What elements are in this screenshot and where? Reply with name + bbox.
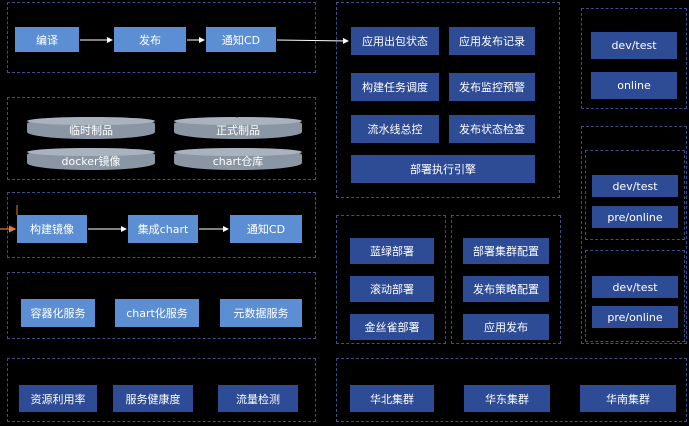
docker-image-repo: docker镜像 bbox=[27, 148, 155, 170]
resource-usage: 资源利用率 bbox=[19, 385, 97, 412]
deploy-engine: 部署执行引擎 bbox=[351, 155, 535, 183]
dev-test-env: dev/test bbox=[591, 32, 677, 59]
metadata-service: 元数据服务 bbox=[220, 299, 302, 327]
chart-repo: chart仓库 bbox=[174, 148, 302, 170]
online-env: online bbox=[591, 72, 677, 99]
notify-cd-step: 通知CD bbox=[206, 27, 276, 52]
release-status-check: 发布状态检查 bbox=[449, 115, 535, 143]
image-pipeline-group bbox=[7, 192, 316, 258]
south-cluster: 华南集群 bbox=[580, 385, 676, 412]
release-monitor-alert: 发布监控预警 bbox=[449, 73, 535, 101]
cd-center-group bbox=[336, 2, 560, 198]
canary-deploy: 金丝雀部署 bbox=[350, 314, 434, 340]
env-group-3 bbox=[585, 250, 685, 342]
service-health: 服务健康度 bbox=[113, 385, 193, 412]
compile-step: 编译 bbox=[15, 27, 79, 52]
strategy-config: 发布策略配置 bbox=[463, 276, 549, 302]
build-pipeline-group bbox=[7, 2, 316, 73]
notify-cd-step-2: 通知CD bbox=[230, 215, 302, 243]
clusters-group bbox=[336, 358, 687, 422]
east-cluster: 华东集群 bbox=[464, 385, 550, 412]
dev-test-env-2: dev/test bbox=[592, 175, 678, 197]
monitoring-group bbox=[7, 358, 316, 422]
formal-artifacts-repo: 正式制品 bbox=[174, 117, 302, 139]
release-step: 发布 bbox=[114, 27, 186, 52]
traffic-detection: 流量检测 bbox=[218, 385, 298, 412]
app-release-record: 应用发布记录 bbox=[449, 27, 535, 55]
services-group bbox=[7, 272, 316, 339]
container-service: 容器化服务 bbox=[21, 299, 95, 327]
build-task-dispatch: 构建任务调度 bbox=[351, 73, 439, 101]
north-cluster: 华北集群 bbox=[350, 385, 434, 412]
chart-service: chart化服务 bbox=[115, 299, 199, 327]
deploy-config-group bbox=[451, 215, 561, 344]
env-outer-group bbox=[581, 126, 687, 344]
deploy-strategies-group bbox=[336, 215, 446, 344]
build-image-step: 构建镜像 bbox=[17, 215, 87, 243]
rolling-deploy: 滚动部署 bbox=[350, 276, 434, 302]
blue-green-deploy: 蓝绿部署 bbox=[350, 238, 434, 264]
pre-online-env-2: pre/online bbox=[592, 206, 678, 228]
app-package-status: 应用出包状态 bbox=[351, 27, 439, 55]
dev-test-env-3: dev/test bbox=[592, 276, 678, 298]
cluster-config: 部署集群配置 bbox=[463, 238, 549, 264]
env-group-1 bbox=[581, 8, 687, 109]
artifacts-group bbox=[7, 97, 316, 180]
temp-artifacts-repo: 临时制品 bbox=[27, 117, 155, 139]
app-release: 应用发布 bbox=[463, 314, 549, 340]
pipeline-control: 流水线总控 bbox=[351, 115, 439, 143]
env-group-2 bbox=[585, 150, 685, 240]
integrate-chart-step: 集成chart bbox=[128, 215, 198, 243]
pre-online-env-3: pre/online bbox=[592, 306, 678, 328]
